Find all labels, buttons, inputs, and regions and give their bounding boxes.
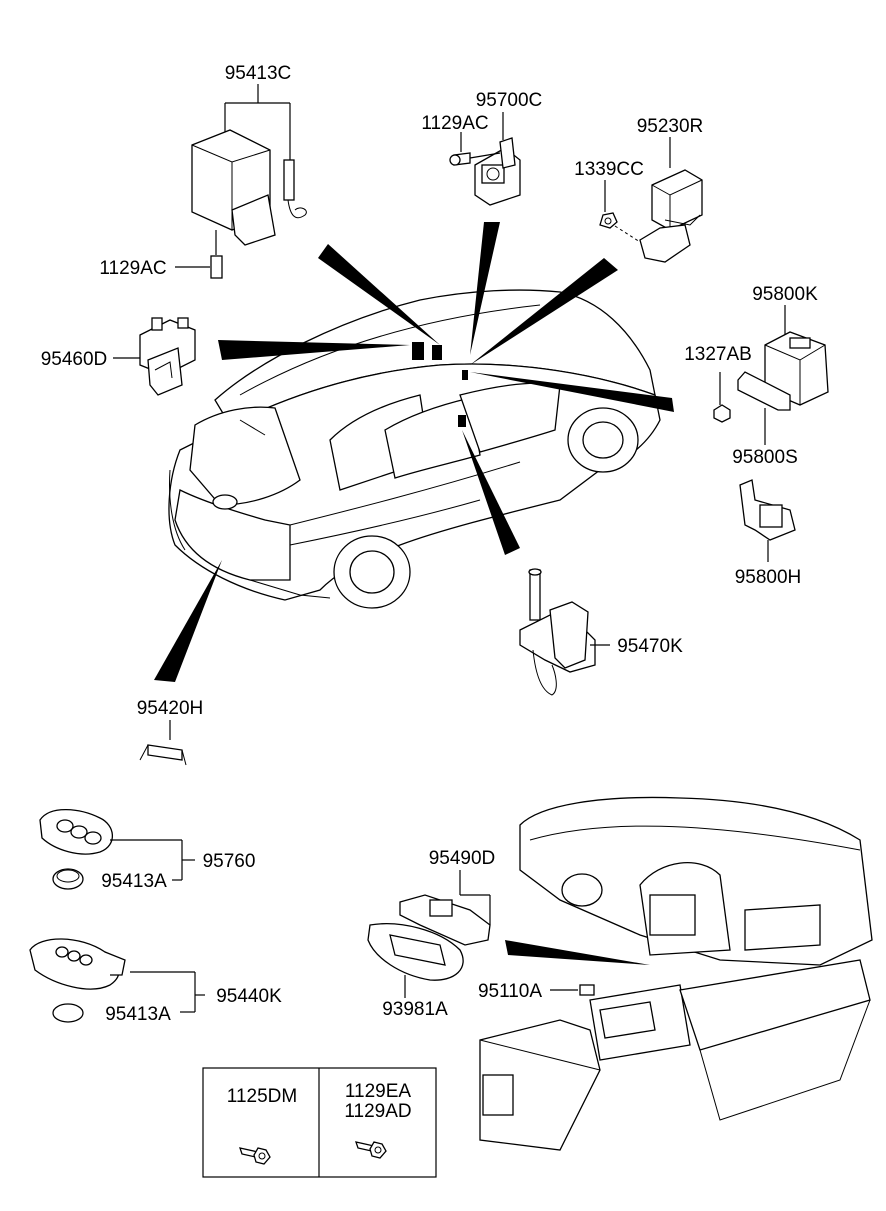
smart-key-95440K bbox=[29, 938, 205, 1023]
label-1125DM: 1125DM bbox=[227, 1086, 297, 1107]
part-number-labels: 95413C 95700C 1129AC 95230R 1339CC 1129A… bbox=[41, 63, 818, 1122]
label-93981A: 93981A bbox=[382, 999, 448, 1020]
label-95470K: 95470K bbox=[617, 636, 683, 657]
part-95420H bbox=[139, 720, 187, 766]
part-95800K-group bbox=[713, 305, 829, 445]
label-95110A: 95110A bbox=[478, 981, 542, 1002]
label-95490D: 95490D bbox=[429, 848, 496, 869]
label-95760: 95760 bbox=[203, 851, 256, 872]
part-95460D bbox=[113, 317, 196, 396]
bolt-1125DM-icon bbox=[239, 1147, 271, 1165]
label-1129AD: 1129AD bbox=[344, 1101, 411, 1122]
label-95800S: 95800S bbox=[732, 447, 798, 468]
label-1339CC: 1339CC bbox=[574, 159, 644, 180]
label-1129AC-left: 1129AC bbox=[99, 258, 166, 279]
smart-key-95760 bbox=[39, 809, 195, 890]
fastener-table bbox=[202, 1067, 437, 1178]
label-95460D: 95460D bbox=[41, 349, 108, 370]
label-1129AC-top: 1129AC bbox=[421, 113, 488, 134]
label-95413A-2: 95413A bbox=[105, 1004, 171, 1025]
sensor-95230R bbox=[599, 137, 703, 263]
bracket-95700C bbox=[449, 112, 521, 206]
module-95413C bbox=[175, 84, 307, 279]
bracket-95800H bbox=[739, 479, 796, 562]
label-95440K: 95440K bbox=[216, 986, 282, 1007]
dashboard-illustration bbox=[479, 796, 873, 1151]
label-95800K: 95800K bbox=[752, 284, 818, 305]
label-95800H: 95800H bbox=[735, 567, 802, 588]
label-1129EA: 1129EA bbox=[345, 1081, 412, 1102]
bolt-1129EA-icon bbox=[355, 1141, 387, 1159]
part-95490D-group bbox=[367, 870, 595, 998]
label-95413A-1: 95413A bbox=[101, 871, 167, 892]
vehicle-illustration bbox=[168, 289, 661, 609]
label-95230R: 95230R bbox=[637, 116, 704, 137]
pointer-wedges bbox=[154, 222, 674, 965]
label-95413C: 95413C bbox=[225, 63, 292, 84]
label-1327AB: 1327AB bbox=[684, 344, 752, 365]
label-95700C: 95700C bbox=[476, 90, 543, 111]
part-95470K bbox=[519, 568, 610, 696]
label-95420H: 95420H bbox=[137, 698, 204, 719]
